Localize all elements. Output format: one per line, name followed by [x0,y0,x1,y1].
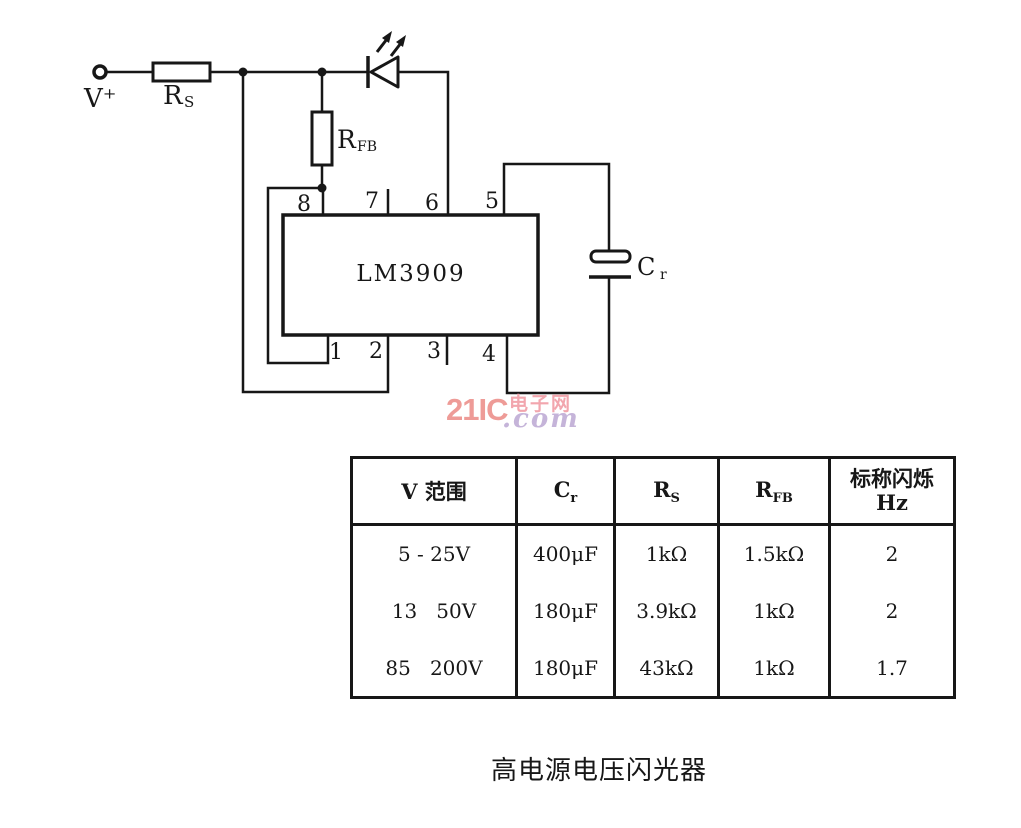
ic-label: LM3909 [356,261,465,287]
junction-dot [238,67,248,77]
pin-5-label: 5 [485,189,499,214]
pin-7-label: 7 [365,189,379,214]
table-cell: 1.5kΩ [720,526,831,583]
pin-2-label: 2 [369,339,383,364]
table-cell: 2 [885,598,899,623]
header-flash-rate-line1: 标称闪烁 [850,465,934,491]
header-rfb-label: RFB [755,476,793,506]
figure-caption: 高电源电压闪光器 [491,756,708,786]
ic-body [281,213,540,337]
resistor-rs [151,61,212,83]
table-cell: 180μF [518,582,616,640]
table-cell: 1kΩ [720,582,831,640]
rs-label: R [163,81,184,111]
header-flash-rate-line2: Hz [876,490,908,515]
rfb-label: R [337,125,357,154]
wire [505,277,611,395]
rfb-label-sub: FB [357,139,377,155]
header-flash-rate: 标称闪烁 Hz [831,459,953,526]
table-cell: 400μF [518,526,616,583]
rs-label-sub: S [184,93,194,111]
table-cell: 180μF [518,639,616,696]
wire [241,72,390,394]
pin-6-label: 6 [425,191,439,216]
table-cell: 5 - 25V [353,526,518,583]
table-cell: 2 [885,542,899,567]
header-cr-label: Cr [553,476,578,506]
pin-1-label: 1 [329,340,343,365]
circuit-diagram: V⁺ R S R FB LM3909 C r 8 7 6 5 1 2 3 4 [83,31,667,395]
table-cell: 13 50V [353,582,518,640]
table-cell: 85 200V [353,639,518,696]
supply-label: V⁺ [83,84,117,114]
component-spec-table: V 范围 Cr RS RFB 标称闪烁 Hz 5 - 25V 400μF 1kΩ… [350,456,956,699]
junction-dot [317,183,327,193]
watermark-21ic: 21IC 电子网 .com [446,394,646,440]
wire [266,186,330,365]
wire [502,162,611,251]
led-icon [366,31,406,89]
header-rs-label: RS [653,476,680,506]
header-rs: RS [616,459,720,526]
pin-8-label: 8 [297,192,311,217]
light-emission-arrows-icon [375,31,406,57]
resistor-rfb [310,110,334,167]
cr-label-sub: r [660,267,667,283]
capacitor-cr [589,249,632,279]
table-cell: 43kΩ [616,639,720,696]
header-v-range: V 范围 [353,459,518,526]
supply-terminal [92,64,108,80]
watermark-brand: 21IC [446,392,508,427]
header-cr: Cr [518,459,616,526]
table-cell: 1kΩ [616,526,720,583]
pin-3-label: 3 [427,339,441,364]
cr-label: C [637,253,655,281]
table-cell: 1.7 [876,655,908,680]
junction-dot [317,67,327,77]
header-v-range-label: V 范围 [401,479,467,504]
table-cell: 3.9kΩ [616,582,720,640]
wire [398,70,450,215]
watermark-domain: .com [502,404,580,434]
header-rfb: RFB [720,459,831,526]
pin-4-label: 4 [482,342,496,367]
watermark-site-name: 电子网 [509,393,573,415]
table-cell: 1kΩ [720,639,831,696]
